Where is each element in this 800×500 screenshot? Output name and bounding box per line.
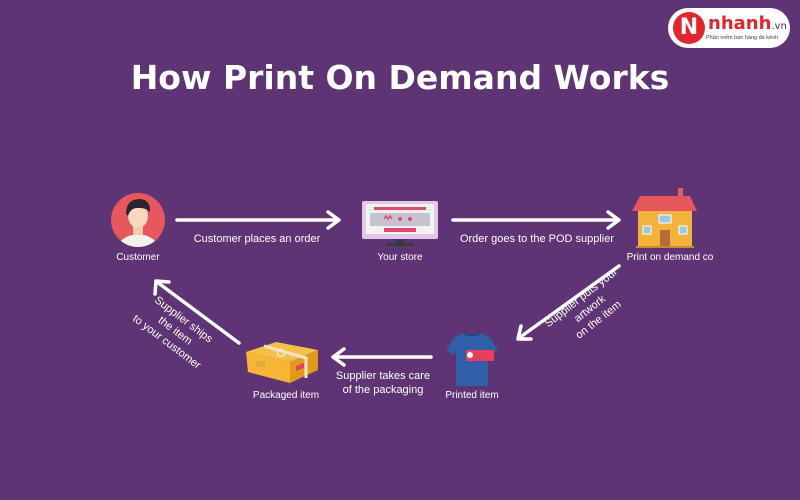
- package-box-icon: [246, 342, 318, 383]
- arrow-packaged-to-customer: [153, 279, 241, 345]
- node-store-label: Your store: [377, 252, 423, 263]
- page-title: How Print On Demand Works: [130, 58, 670, 97]
- arrow-printed-to-packaged: [331, 347, 433, 367]
- logo-letter: N: [679, 15, 699, 40]
- edge-packaging-line-1: Supplier takes care: [335, 370, 431, 382]
- logo-tagline: Phần mềm bán hàng đa kênh: [706, 35, 779, 41]
- edge-supplier-label: Order goes to the POD supplier: [459, 233, 615, 245]
- node-pod-label: Print on demand co: [626, 252, 714, 263]
- computer-monitor-icon: [362, 201, 438, 246]
- customer-avatar-icon: [111, 193, 165, 247]
- arrow-pod-to-printed: [516, 264, 621, 341]
- edge-packaging-line-2: of the packaging: [342, 384, 424, 396]
- tshirt-icon: [446, 332, 498, 386]
- brand-logo: N nhanh.vn Phần mềm bán hàng đa kênh: [668, 8, 790, 48]
- edge-packaging-label: Supplier takes care of the packaging: [328, 369, 438, 397]
- logo-wordmark: nhanh.vn: [708, 13, 787, 34]
- logo-tld: .vn: [771, 21, 787, 32]
- logo-mark-icon: [673, 12, 705, 44]
- node-printed-label: Printed item: [445, 390, 499, 401]
- arrow-store-to-pod: [451, 210, 621, 230]
- logo-brand: nhanh: [708, 13, 772, 34]
- arrow-customer-to-store: [175, 210, 341, 230]
- node-customer-label: Customer: [116, 252, 160, 263]
- house-icon: [632, 188, 697, 248]
- node-packaged-label: Packaged item: [252, 390, 320, 401]
- edge-order-label: Customer places an order: [193, 233, 321, 245]
